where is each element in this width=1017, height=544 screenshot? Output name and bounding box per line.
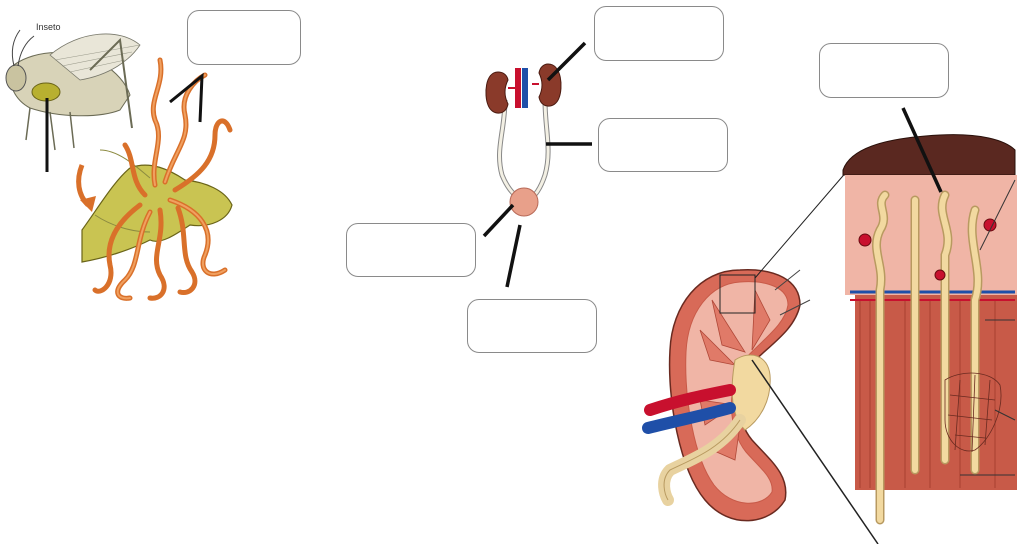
kidney-label-box[interactable] <box>594 6 724 61</box>
urinary-system-illustration <box>484 43 592 287</box>
ureter-label-box[interactable] <box>598 118 728 172</box>
nephron-magnification-illustration <box>843 108 1017 520</box>
kidney-section-illustration <box>648 170 878 544</box>
insect-caption: Inseto <box>36 22 61 32</box>
urethra-label-box[interactable] <box>467 299 597 353</box>
insect-illustration <box>6 30 232 298</box>
malpighian-tubules-label-box[interactable] <box>187 10 301 65</box>
bladder-label-box[interactable] <box>346 223 476 277</box>
nephron-label-box[interactable] <box>819 43 949 98</box>
